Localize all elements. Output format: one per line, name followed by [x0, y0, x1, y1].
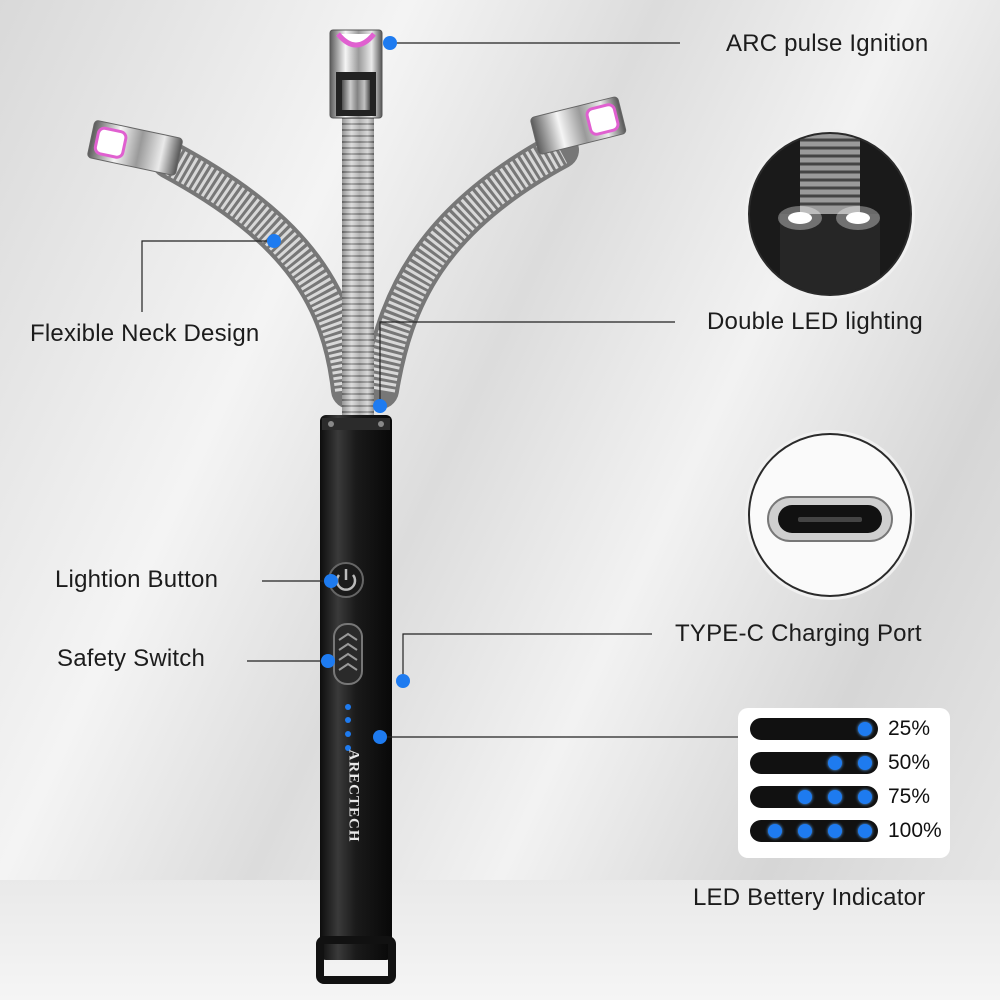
battery-dot [858, 790, 872, 804]
battery-dot [828, 824, 842, 838]
label-led-lighting: Double LED lighting [707, 308, 923, 335]
label-lightion-button: Lightion Button [55, 566, 219, 593]
battery-percent-label: 100% [888, 819, 942, 842]
label-arc-ignition: ARC pulse Ignition [726, 30, 929, 57]
floor-surface [0, 880, 1000, 1000]
callout-dots [267, 36, 410, 744]
battery-dot [768, 824, 782, 838]
led-closeup-graphic [778, 134, 880, 294]
battery-percent-label: 50% [888, 751, 931, 774]
typec-port-graphic [767, 496, 893, 542]
bent-neck-right [361, 96, 627, 409]
battery-dot [858, 756, 872, 770]
body-battery-leds [345, 704, 351, 751]
battery-level-row: 50% [750, 751, 946, 775]
label-battery-indicator: LED Bettery Indicator [693, 884, 926, 911]
label-typec-port: TYPE-C Charging Port [675, 620, 922, 647]
battery-indicator-panel: 25% 50% 75% 100% [738, 708, 950, 858]
label-flexible-neck: Flexible Neck Design [30, 320, 260, 347]
battery-bar [750, 786, 878, 808]
led-closeup-inset [748, 132, 912, 296]
battery-bar [750, 820, 878, 842]
battery-percent-label: 25% [888, 717, 931, 740]
callout-lines [141, 42, 740, 738]
battery-level-row: 75% [750, 785, 946, 809]
battery-level-row: 100% [750, 819, 946, 843]
safety-switch [333, 623, 363, 685]
battery-bar [750, 752, 878, 774]
battery-percent-label: 75% [888, 785, 931, 808]
typec-closeup-inset [748, 433, 912, 597]
brand-text: ARECTECH [345, 749, 362, 843]
battery-level-row: 25% [750, 717, 946, 741]
battery-dot [828, 756, 842, 770]
bent-neck-left [87, 120, 369, 409]
battery-dot [798, 790, 812, 804]
brand-logo: ARECTECH [345, 749, 362, 842]
arc-head [329, 29, 383, 119]
battery-dot [858, 722, 872, 736]
lighter-body [316, 415, 396, 984]
straight-neck [342, 110, 374, 420]
battery-bar [750, 718, 878, 740]
battery-dot [828, 790, 842, 804]
label-safety-switch: Safety Switch [57, 645, 205, 672]
battery-dot [798, 824, 812, 838]
battery-dot [858, 824, 872, 838]
